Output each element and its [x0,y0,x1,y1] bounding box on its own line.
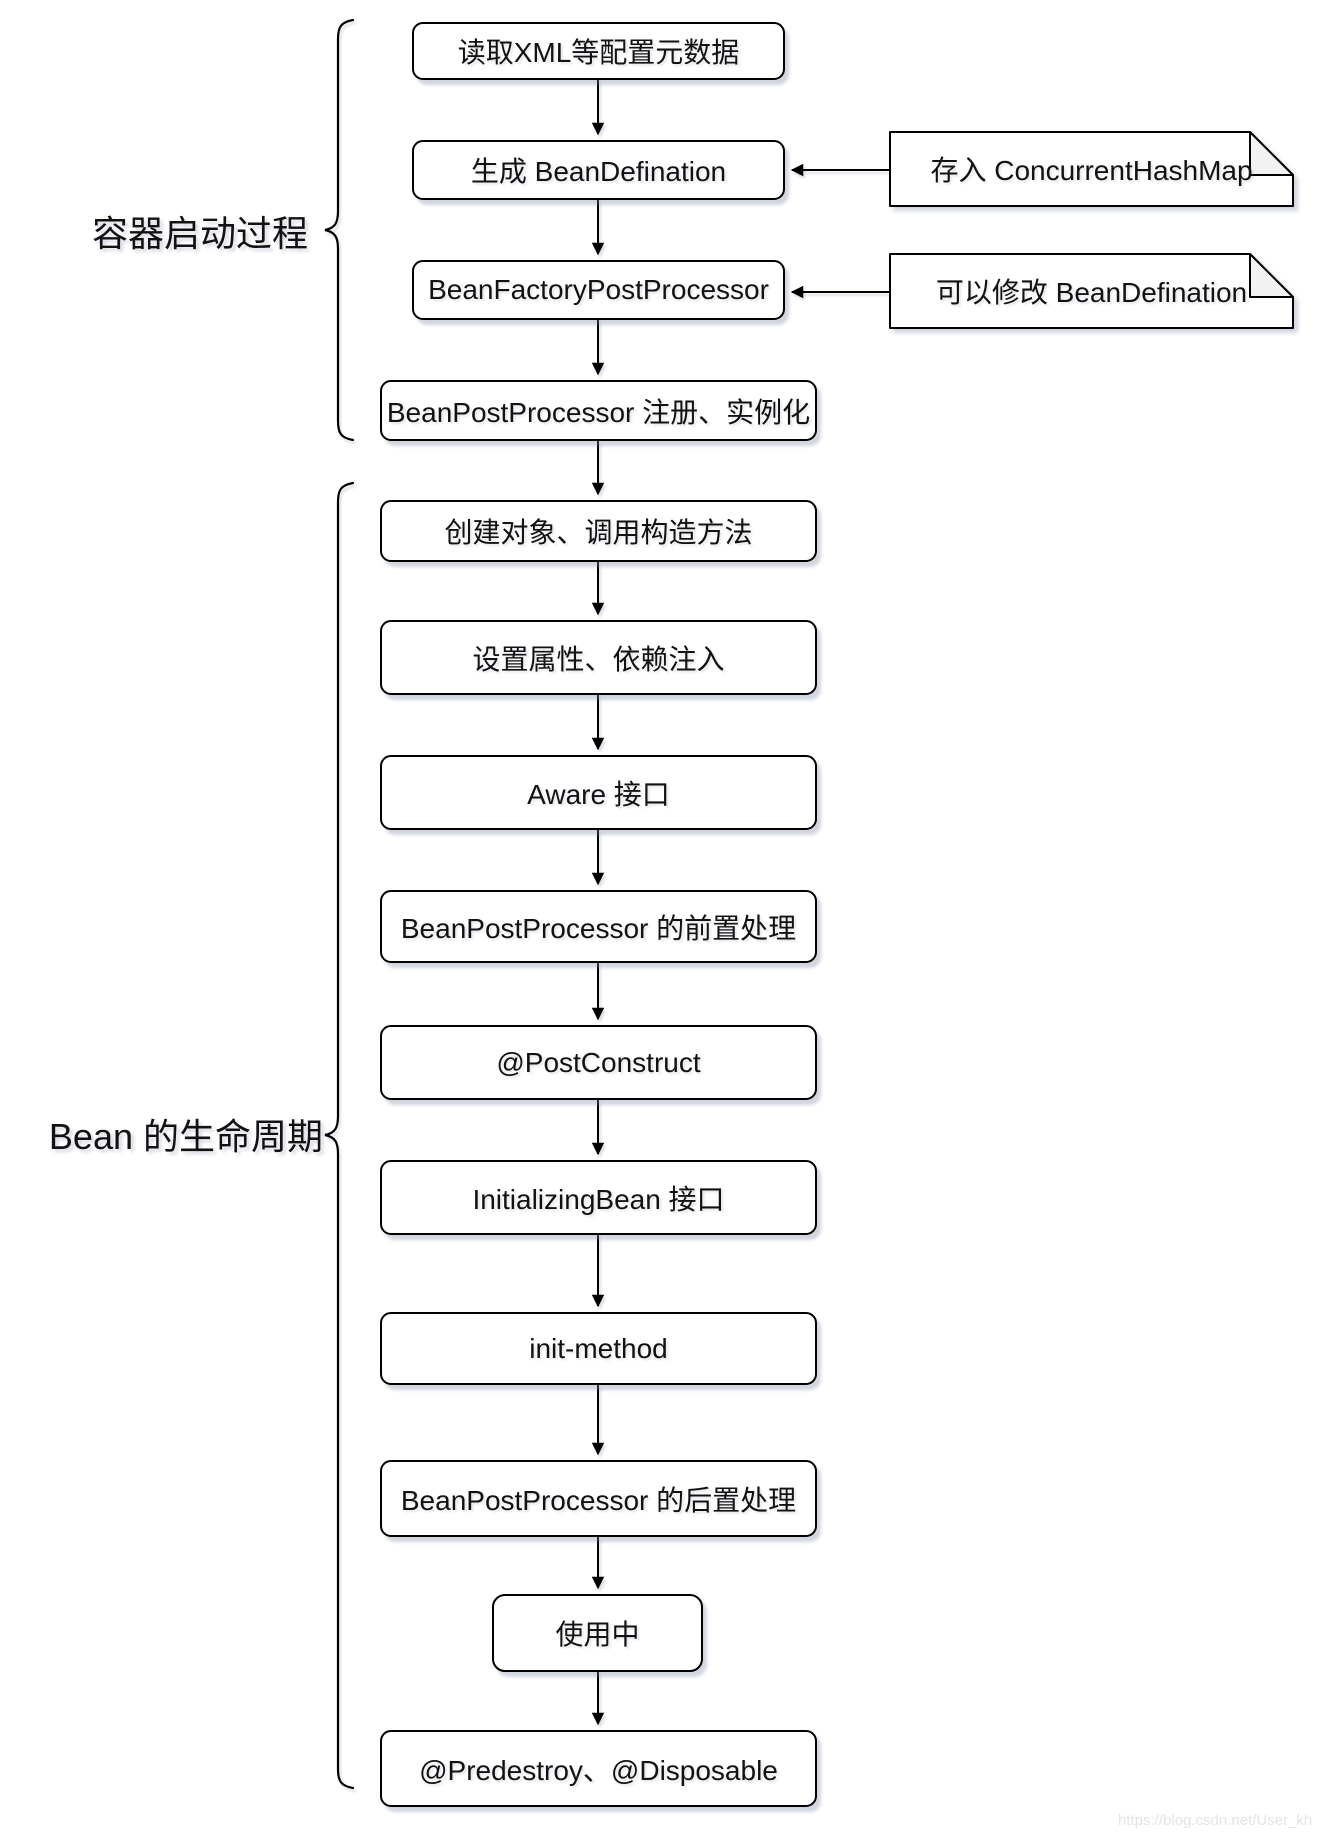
flow-node-beanpostprocessor-before: BeanPostProcessor 的前置处理 [380,890,817,963]
flow-node-postconstruct: @PostConstruct [380,1025,817,1100]
flow-node-init-method: init-method [380,1312,817,1385]
flow-node-initializingbean: InitializingBean 接口 [380,1160,817,1235]
section-label-lifecycle: Bean 的生命周期 [48,1116,323,1157]
brace-lifecycle-section [324,481,355,1790]
flow-node-generate-beandefination: 生成 BeanDefination [412,140,785,200]
note-fold-corner [1249,131,1294,176]
flow-node-beanfactorypostprocessor: BeanFactoryPostProcessor [412,260,785,320]
note-fold-corner [1249,253,1294,298]
flow-node-set-properties-di: 设置属性、依赖注入 [380,620,817,695]
brace-startup-section [324,18,355,442]
note-text-concurrenthashmap: 存入 ConcurrentHashMap [930,155,1253,186]
note-text-beandefination: 可以修改 BeanDefination [935,277,1248,308]
flow-node-create-object-constructor: 创建对象、调用构造方法 [380,500,817,562]
csdn-watermark: https://blog.csdn.net/User_kh [1118,1812,1313,1829]
flow-node-beanpostprocessor-register: BeanPostProcessor 注册、实例化 [380,380,817,441]
flow-node-predestroy-disposable: @Predestroy、@Disposable [380,1730,817,1807]
flow-node-in-use: 使用中 [492,1594,703,1672]
note-shape-concurrenthashmap [889,131,1294,207]
flow-node-aware-interface: Aware 接口 [380,755,817,830]
flow-node-beanpostprocessor-after: BeanPostProcessor 的后置处理 [380,1460,817,1537]
flow-node-read-xml-config: 读取XML等配置元数据 [412,22,785,80]
note-shape-beandefination [889,253,1294,329]
section-label-startup: 容器启动过程 [91,213,308,254]
